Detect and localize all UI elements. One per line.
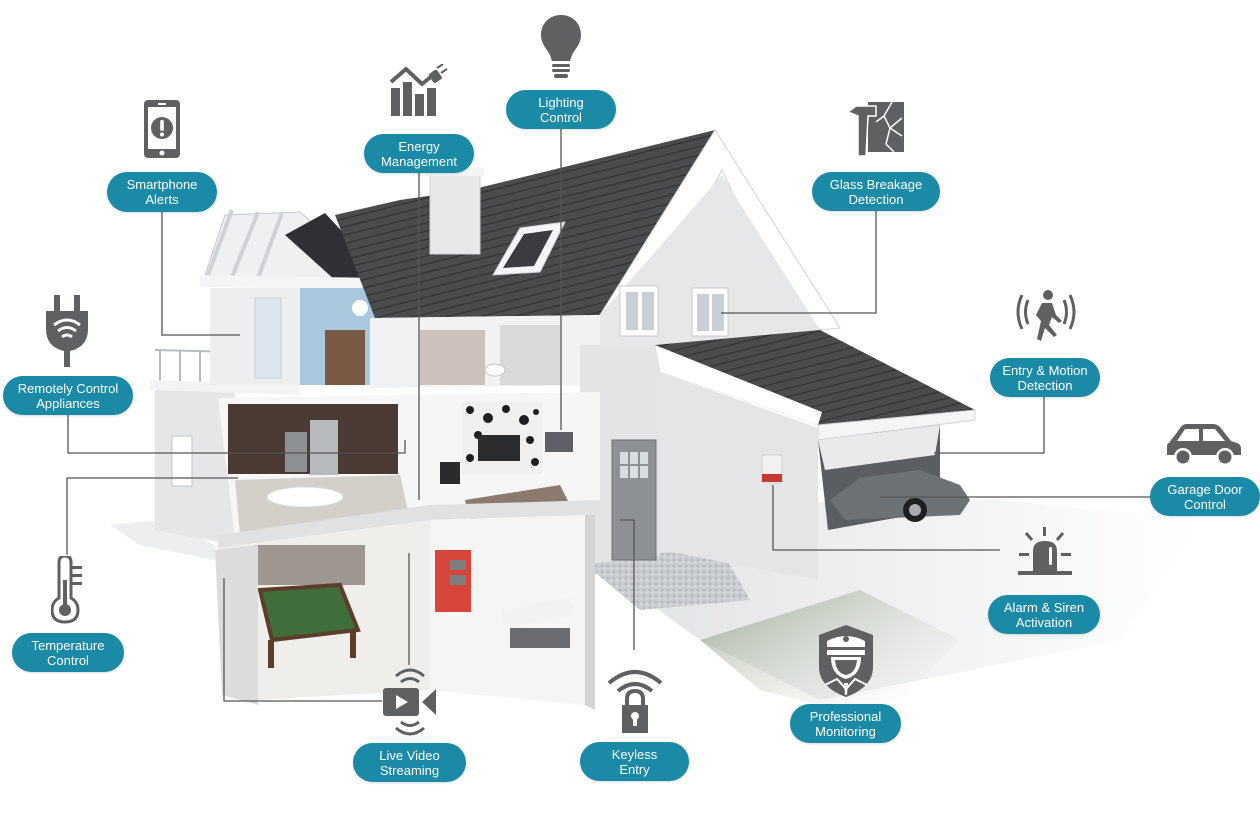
label-line-2: Detection — [1017, 377, 1073, 393]
energy-chart-plug-icon — [388, 64, 448, 118]
security-guard-shield-icon — [815, 623, 877, 699]
label-line-1: Glass Breakage — [829, 176, 923, 192]
light-bulb-icon — [539, 13, 583, 81]
feature-label-lighting-control: Lighting Control — [506, 90, 616, 129]
thermometer-icon — [51, 556, 87, 624]
label-line-2: Control — [1184, 496, 1226, 512]
label-line-1: Alarm & Siren — [1003, 599, 1085, 615]
feature-label-alarm-siren-activation: Alarm & Siren Activation — [988, 595, 1100, 634]
label-line-1: Professional — [809, 708, 882, 724]
label-line-1: Lighting — [538, 94, 584, 110]
siren-light-icon — [1016, 527, 1074, 577]
label-line-2: Control — [540, 109, 582, 125]
label-line-1: Remotely Control — [17, 380, 119, 396]
feature-label-temperature-control: Temperature Control — [12, 633, 124, 672]
label-line-1: Entry & Motion — [1002, 362, 1088, 378]
wireless-plug-icon — [44, 295, 90, 367]
feature-label-energy-management: Energy Management — [364, 134, 474, 173]
label-line-1: Temperature — [31, 637, 105, 653]
label-line-1: Live Video — [379, 747, 440, 763]
label-line-2: Entry — [619, 761, 650, 777]
label-line-1: Smartphone — [126, 177, 198, 192]
label-line-2: Appliances — [36, 395, 100, 411]
hammer-broken-glass-icon — [846, 98, 906, 160]
feature-label-entry-motion-detection: Entry & Motion Detection — [990, 358, 1100, 397]
feature-label-professional-monitoring: Professional Monitoring — [790, 704, 901, 743]
feature-label-remotely-control-appliances: Remotely Control Appliances — [3, 376, 133, 415]
label-line-1: Energy — [398, 138, 440, 154]
feature-label-glass-breakage-detection: Glass Breakage Detection — [812, 172, 940, 211]
car-icon — [1165, 421, 1243, 467]
label-line-1: Garage Door — [1167, 481, 1243, 497]
label-line-1: Keyless — [611, 746, 658, 762]
feature-label-live-video-streaming: Live Video Streaming — [353, 743, 466, 782]
smartphone-alert-icon — [143, 99, 181, 159]
feature-label-smartphone-alerts: Smartphone Alerts — [107, 172, 217, 212]
label-line-2: Activation — [1015, 614, 1073, 630]
label-line-2: Control — [47, 652, 89, 668]
video-camera-icon — [382, 664, 438, 736]
label-line-2: Management — [381, 153, 457, 169]
feature-label-keyless-entry: Keyless Entry — [580, 742, 689, 781]
feature-label-garage-door-control: Garage Door Control — [1150, 477, 1260, 516]
label-line-2: Monitoring — [815, 723, 876, 739]
label-line-2: Detection — [848, 191, 904, 207]
motion-person-icon — [1012, 287, 1080, 343]
label-line-2: Alerts — [145, 192, 179, 207]
label-line-2: Streaming — [379, 762, 440, 778]
wireless-lock-icon — [606, 665, 664, 735]
